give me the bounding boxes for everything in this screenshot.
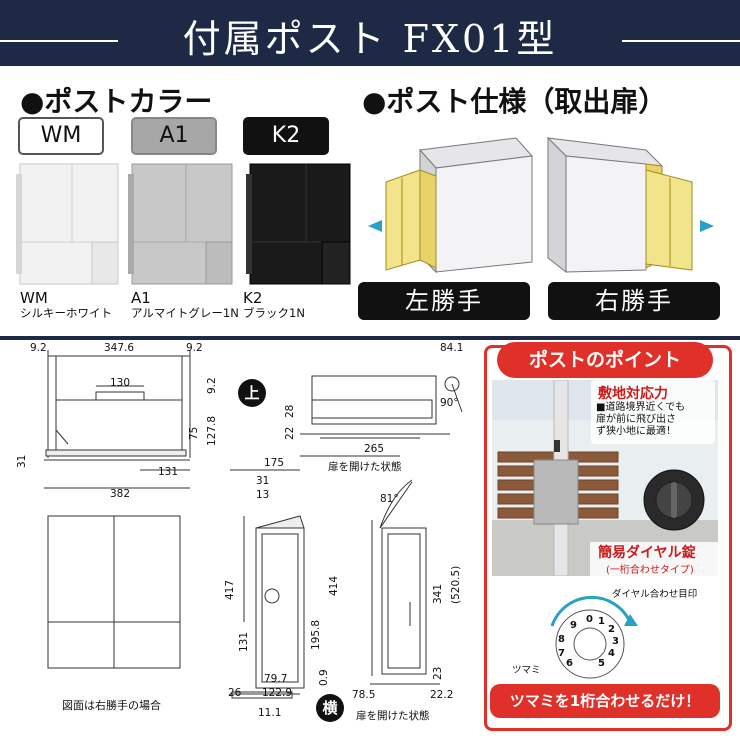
door-open-label-side: 扉を開けた状態	[356, 710, 430, 722]
color-section-heading: ●ポストカラー	[20, 85, 213, 118]
drawing-note: 図面は右勝手の場合	[62, 699, 161, 712]
dim-382: 382	[110, 488, 131, 500]
color-name-wm: シルキーホワイト	[20, 306, 112, 320]
color-code-k2: K2	[243, 289, 263, 307]
color-name-a1: アルマイトグレー1N	[131, 306, 239, 320]
dim-9-2-v: 9.2	[206, 377, 218, 394]
feature1-title: 敷地対応力	[598, 386, 668, 402]
svg-text:0: 0	[586, 614, 593, 625]
feature2-subtitle: (一桁合わせタイプ)	[606, 565, 694, 576]
page-title: 付属ポスト FX01型	[182, 17, 558, 61]
svg-text:6: 6	[566, 658, 573, 669]
spec-section-heading: ●ポスト仕様（取出扉）	[362, 85, 667, 118]
mailbox-sample-gray	[128, 163, 233, 285]
dim-347-6: 347.6	[104, 342, 135, 354]
feature2-title: 簡易ダイヤル錠	[598, 545, 696, 561]
dim-131-top: 131	[158, 466, 179, 478]
dim-417: 417	[224, 579, 236, 600]
feature2-panel	[590, 542, 720, 578]
point-box-title: ポストのポイント	[497, 342, 713, 378]
left-hinge-label: 左勝手	[358, 282, 530, 320]
dim-22-2: 22.2	[430, 689, 454, 701]
color-badge-a1: A1	[131, 117, 217, 155]
dim-90-deg: 90°	[440, 397, 459, 409]
dim-175: 175	[264, 457, 285, 469]
arrow-left-icon	[368, 220, 382, 232]
header-rule-right	[622, 40, 740, 42]
dim-31-b: 31	[256, 475, 270, 487]
dim-127-8: 127.8	[206, 415, 218, 446]
svg-text:5: 5	[598, 658, 605, 669]
top-view-label: 上	[238, 379, 266, 407]
mailbox-sample-white	[16, 163, 119, 285]
color-samples	[16, 163, 351, 285]
svg-text:7: 7	[558, 648, 565, 659]
dial-mark-label: ダイヤル合わせ目印	[612, 589, 698, 600]
dim-122-9: 122.9	[262, 687, 293, 699]
door-open-label-top: 扉を開けた状態	[328, 461, 402, 473]
svg-text:3: 3	[612, 636, 619, 647]
dim-265: 265	[364, 443, 385, 455]
dim-11-1: 11.1	[258, 707, 282, 719]
dim-26: 26	[228, 687, 242, 699]
dial-lock-icon	[643, 469, 705, 531]
dim-75: 75	[188, 426, 200, 440]
point-box-bottom-banner: ツマミを1桁合わせるだけ！	[490, 684, 720, 718]
dim-84-1: 84.1	[440, 342, 464, 354]
svg-text:4: 4	[608, 648, 615, 659]
feature1-panel	[591, 380, 715, 444]
knob-label: ツマミ	[512, 665, 541, 676]
dim-23: 23	[432, 666, 444, 680]
side-view-label: 横	[316, 694, 344, 722]
feature1-text: ■道路境界近くでも 扉が前に飛び出さ ず狭小地に最適！	[596, 402, 686, 437]
dim-13: 13	[256, 489, 270, 501]
color-badge-wm: WM	[18, 117, 104, 155]
color-badge-k2: K2	[243, 117, 329, 155]
dim-31: 31	[16, 454, 28, 468]
dim-341: 341	[432, 583, 444, 604]
dim-79-7: 79.7	[264, 673, 288, 685]
right-hinge-diagram	[546, 136, 714, 274]
color-code-wm: WM	[20, 289, 48, 307]
dim-0-9: 0.9	[318, 669, 330, 686]
svg-text:2: 2	[608, 624, 615, 635]
dim-520-5: (520.5)	[450, 565, 462, 604]
header-banner: 付属ポスト FX01型	[0, 0, 740, 66]
mailbox-sample-black	[246, 163, 351, 285]
dim-131-side: 131	[238, 631, 250, 652]
dim-81-deg: 81°	[380, 493, 399, 505]
arrow-right-icon	[700, 220, 714, 232]
section-divider	[0, 336, 740, 340]
color-name-k2: ブラック1N	[243, 306, 305, 320]
left-hinge-diagram	[368, 137, 534, 274]
dim-9-2-right: 9.2	[186, 342, 203, 354]
dim-130: 130	[110, 377, 131, 389]
dim-22: 22	[284, 426, 296, 440]
header-rule-left	[0, 40, 118, 42]
svg-text:9: 9	[570, 620, 577, 631]
color-code-a1: A1	[131, 289, 151, 307]
svg-text:8: 8	[558, 634, 565, 645]
door-diagrams	[368, 136, 714, 274]
svg-text:1: 1	[598, 616, 605, 627]
dim-195-8: 195.8	[310, 619, 322, 650]
dim-78-5: 78.5	[352, 689, 376, 701]
technical-drawing	[44, 350, 463, 699]
dim-9-2-left: 9.2	[30, 342, 47, 354]
dim-28: 28	[284, 404, 296, 418]
dim-414: 414	[328, 575, 340, 596]
right-hinge-label: 右勝手	[548, 282, 720, 320]
